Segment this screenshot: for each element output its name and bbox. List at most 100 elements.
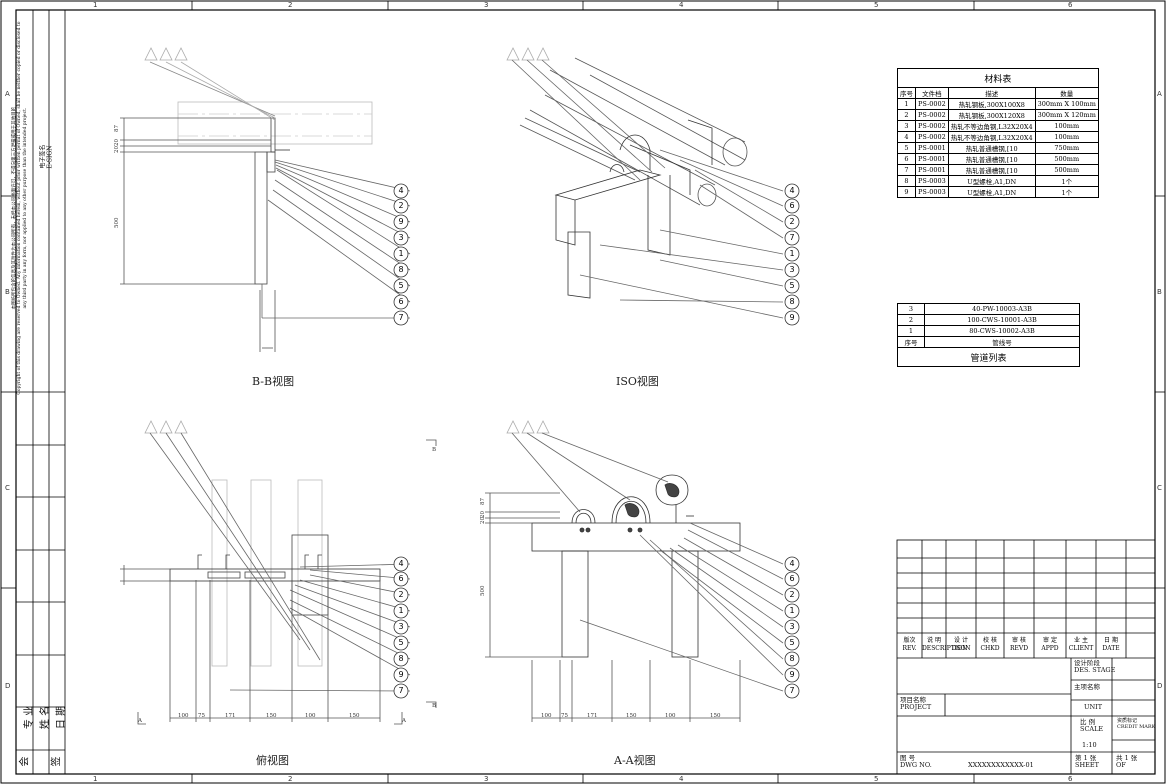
copyright-en: Copyright of this drawing are reserved t… xyxy=(17,21,28,395)
materials-header: 序号 xyxy=(897,87,916,99)
balloon-number: 3 xyxy=(789,622,795,631)
scale-en: SCALE xyxy=(1080,725,1104,734)
dimension-text: 100 xyxy=(178,713,189,719)
materials-cell: 300mm X 120mm xyxy=(1034,109,1099,121)
materials-cell: U型螺栓,A1,DN xyxy=(947,186,1036,198)
materials-header: 文件档 xyxy=(915,87,949,99)
zone-col-1: 1 xyxy=(93,1,98,9)
dimension-text: 20 xyxy=(114,139,120,146)
zone-row-c: C xyxy=(5,484,10,492)
balloon-number: 9 xyxy=(398,217,404,226)
materials-cell: 2 xyxy=(897,109,916,121)
materials-cell: 300mm X 100mm xyxy=(1034,98,1099,110)
zone-col-2-bottom: 2 xyxy=(288,775,293,783)
materials-header-row: 序号 文件档 描述 数量 xyxy=(897,87,1099,99)
dwg-en: DWG NO. xyxy=(900,761,932,770)
revision-header-text: DESCRIPTION xyxy=(922,645,968,652)
balloon-number: 8 xyxy=(398,654,404,663)
balloon-number: 5 xyxy=(789,638,795,647)
balloon-number: 3 xyxy=(398,622,404,631)
dimension-text: A xyxy=(402,718,406,724)
dimension-text: 20 xyxy=(480,517,486,524)
of-cn: 共 1 张 xyxy=(1116,754,1138,762)
dimension-text: 75 xyxy=(198,713,205,719)
top-warning-triangles xyxy=(144,420,188,434)
balloon-number: 1 xyxy=(398,249,404,258)
balloon-number: 5 xyxy=(789,281,795,290)
pipe-cell: 1 xyxy=(897,325,925,337)
dwg-cn: 图 号 xyxy=(900,754,916,762)
zone-col-2: 2 xyxy=(288,1,293,9)
materials-header: 数量 xyxy=(1034,87,1099,99)
zone-col-6-bottom: 6 xyxy=(1068,775,1073,783)
balloon-number: 2 xyxy=(789,590,795,599)
balloon-number: 1 xyxy=(398,606,404,615)
pipe-header: 管线号 xyxy=(924,336,1080,348)
pipe-cell: 100-CWS-10001-A3B xyxy=(924,314,1080,326)
aa-view xyxy=(485,420,800,722)
dimension-text: 150 xyxy=(626,713,637,719)
revision-header-text: 业 主 xyxy=(1074,637,1088,644)
revision-header-text: CHKD xyxy=(980,645,1000,652)
pipe-header-row: 序号 管线号 xyxy=(897,336,1080,348)
dimension-text: 100 xyxy=(665,713,676,719)
pipe-cell: 40-PW-10003-A3B xyxy=(924,303,1080,315)
revision-header-text: REV. xyxy=(902,645,917,652)
of-en: OF xyxy=(1116,761,1126,770)
balloon-number: 4 xyxy=(398,186,404,195)
zone-col-5: 5 xyxy=(874,1,879,9)
balloon-number: 4 xyxy=(398,559,404,568)
iso-view-title: ISO视图 xyxy=(616,375,659,388)
sheet-en: SHEET xyxy=(1075,761,1099,770)
esign-en: E-SIGN xyxy=(46,145,54,169)
materials-caption: 材料表 xyxy=(897,68,1099,88)
pipe-header: 序号 xyxy=(897,336,925,348)
materials-cell: 5 xyxy=(897,142,916,154)
materials-cell: 100mm xyxy=(1034,131,1099,143)
balloon-number: 8 xyxy=(398,265,404,274)
date-label: 日 期 xyxy=(56,705,68,730)
dimension-text: 150 xyxy=(266,713,277,719)
copyright-notice: 本图纸所包含的信息及其附件为本公司所有，未经本公司书面许可，不得向第三方泄露或用… xyxy=(12,18,28,398)
materials-cell: PS-0002 xyxy=(915,98,949,110)
specialty-label: 专 业 xyxy=(24,705,36,730)
zone-col-6: 6 xyxy=(1068,1,1073,9)
zone-col-3-bottom: 3 xyxy=(484,775,489,783)
zone-row-a-right: A xyxy=(1157,90,1162,98)
materials-cell: PS-0001 xyxy=(915,164,949,176)
revision-header-text: DATE xyxy=(1102,645,1120,652)
materials-cell: PS-0003 xyxy=(915,175,949,187)
zone-col-3: 3 xyxy=(484,1,489,9)
top-view xyxy=(120,420,437,725)
balloon-number: 9 xyxy=(789,670,795,679)
dimension-text: 87 xyxy=(480,498,486,505)
balloon-number: 9 xyxy=(398,670,404,679)
materials-cell: 热轧不等边角钢,L32X20X4 xyxy=(947,131,1036,143)
dimension-text: 75 xyxy=(561,713,568,719)
balloon-number: 9 xyxy=(789,313,795,322)
zone-row-a: A xyxy=(5,90,10,98)
balloon-number: 4 xyxy=(789,186,795,195)
revision-header-text: 版次 xyxy=(903,637,916,644)
materials-cell: 500mm xyxy=(1034,164,1099,176)
balloon-number: 3 xyxy=(398,233,404,242)
revision-header-text: 审 核 xyxy=(1012,637,1026,644)
revision-grid xyxy=(896,539,1156,775)
zone-row-b: B xyxy=(5,288,10,296)
aa-view-title: A-A视图 xyxy=(614,754,656,767)
balloon-number: 8 xyxy=(789,654,795,663)
